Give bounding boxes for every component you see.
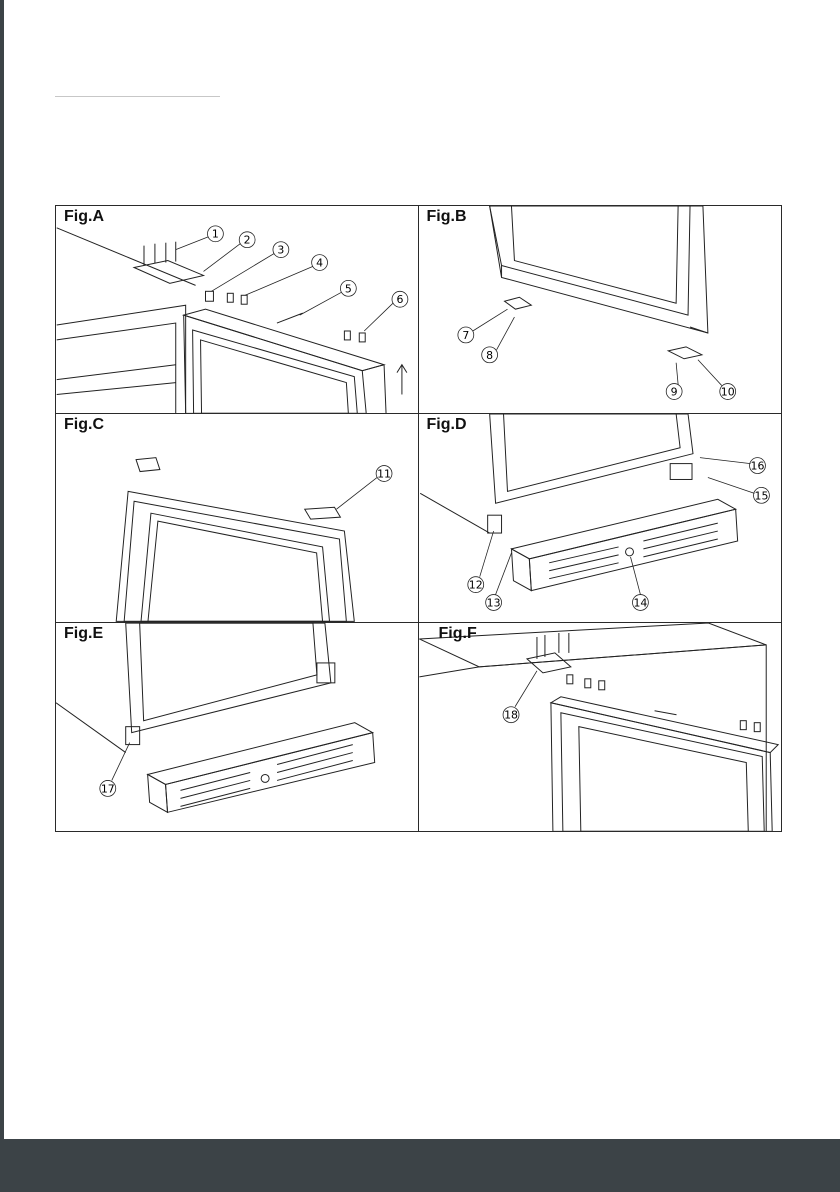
figure-d: Fig.D	[419, 414, 782, 622]
callout-3: 3	[277, 244, 284, 257]
figure-d-label: Fig.D	[427, 416, 467, 434]
figure-grid: Fig.A	[55, 205, 782, 832]
callout-5: 5	[345, 282, 352, 295]
callout-7: 7	[462, 329, 469, 342]
heading-underline	[55, 96, 220, 97]
callout-8: 8	[486, 349, 493, 362]
figure-c-label: Fig.C	[64, 416, 104, 434]
callout-2: 2	[244, 234, 251, 247]
figure-b: Fig.B 7 8 9	[419, 206, 782, 414]
left-edge-bar	[0, 0, 4, 1140]
callout-4: 4	[316, 257, 323, 270]
callout-15: 15	[754, 490, 768, 503]
callout-13: 13	[486, 597, 500, 610]
figure-b-drawing: 7 8 9 10	[419, 206, 782, 413]
callout-18: 18	[504, 708, 518, 721]
callout-12: 12	[468, 579, 482, 592]
callout-10: 10	[720, 385, 734, 398]
figure-f: Fig.F	[419, 623, 782, 831]
callout-17: 17	[101, 782, 115, 795]
callout-1: 1	[212, 228, 219, 241]
callout-16: 16	[750, 460, 764, 473]
figure-e-label: Fig.E	[64, 625, 103, 643]
figure-c: Fig.C 11	[56, 414, 419, 622]
figure-e-drawing: 17	[56, 623, 418, 831]
figure-a-label: Fig.A	[64, 208, 104, 226]
figure-b-label: Fig.B	[427, 208, 467, 226]
figure-f-drawing: 18	[419, 623, 782, 831]
figure-c-drawing: 11	[56, 414, 418, 621]
figure-a: Fig.A	[56, 206, 419, 414]
figure-a-drawing: 1 2 3 4 5 6	[56, 206, 418, 413]
callout-9: 9	[670, 385, 677, 398]
footer-bar	[0, 1139, 840, 1192]
callout-11: 11	[377, 468, 391, 481]
figure-e: Fig.E	[56, 623, 419, 831]
figure-d-drawing: 12 13 14 15 16	[419, 414, 782, 621]
figure-f-label: Fig.F	[439, 625, 477, 643]
callout-6: 6	[396, 293, 403, 306]
callout-14: 14	[633, 597, 647, 610]
